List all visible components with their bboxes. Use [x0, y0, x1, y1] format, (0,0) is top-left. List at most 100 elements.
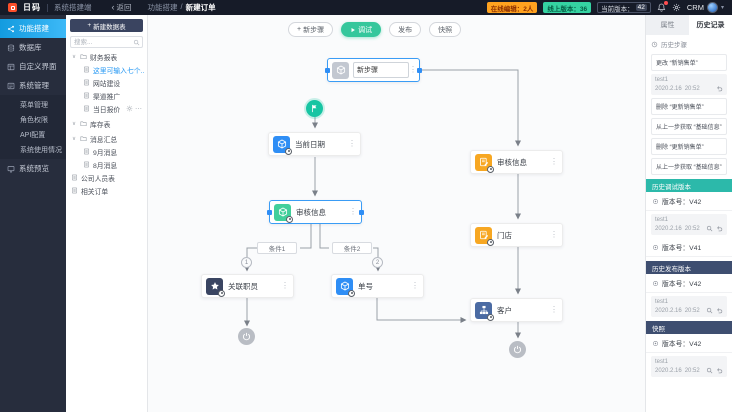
node-store[interactable]: 门店 ⋮	[470, 223, 563, 247]
snapshot-button[interactable]: 快照	[429, 22, 462, 37]
back-button[interactable]: ‹返回	[112, 2, 132, 13]
condition-1-label[interactable]: 条件1	[257, 242, 297, 254]
version-label: 版本号：V41	[662, 245, 702, 252]
sidebar-item-label: 系统预览	[19, 164, 49, 173]
tree-item-aug-messages[interactable]: 8月消息	[70, 158, 143, 171]
new-table-button[interactable]: + 新建数据表	[70, 19, 143, 32]
breadcrumb-parent[interactable]: 功能搭建	[147, 3, 178, 12]
preview-search-icon[interactable]	[706, 367, 713, 374]
list-icon	[7, 82, 15, 90]
tree-label-selected: 这里可输入七个..	[93, 67, 145, 75]
version-row[interactable]: 版本号：V42	[646, 274, 732, 293]
sidebar-subitem-api-config[interactable]: API配置	[20, 131, 46, 139]
version-entry-card[interactable]: test1 2020.2.16 20:52	[651, 296, 727, 317]
node-new-step[interactable]: ⋮	[325, 58, 422, 82]
notifications-bell-icon[interactable]	[657, 1, 668, 12]
node-customer[interactable]: 客户 ⋮	[470, 298, 563, 322]
gear-icon[interactable]	[126, 105, 133, 112]
sidebar-item-database[interactable]: 数据库	[0, 38, 66, 57]
product-name: 系统搭建端	[54, 3, 92, 12]
node-menu-icon[interactable]: ⋮	[409, 65, 417, 74]
version-label: 版本号：V42	[662, 341, 702, 348]
node-name-input[interactable]	[353, 62, 409, 78]
debug-button[interactable]: 调试	[341, 22, 382, 37]
online-editors-badge: 在线编辑：2人	[486, 2, 538, 13]
node-handle-left[interactable]	[267, 209, 272, 215]
node-order-number[interactable]: 单号 ⋮	[331, 274, 424, 298]
history-step[interactable]: 删除 “更新销售单”	[651, 98, 727, 115]
node-menu-icon[interactable]: ⋮	[349, 207, 357, 216]
undo-icon[interactable]	[716, 85, 723, 92]
sidebar-item-system-admin[interactable]: 系统管理	[0, 76, 66, 95]
condition-2-label[interactable]: 条件2	[332, 242, 372, 254]
node-menu-icon[interactable]: ⋮	[550, 157, 558, 166]
tree-item-sep-messages[interactable]: 9月消息	[70, 145, 143, 158]
entry-date: 2020.2.16	[655, 85, 682, 92]
undo-icon[interactable]	[716, 225, 723, 232]
sidebar-subitem-role-permission[interactable]: 角色权限	[20, 116, 48, 124]
version-entry-card[interactable]: test1 2020.2.16 20:52	[651, 356, 727, 377]
right-panel-tabs: 属性 历史记录	[646, 15, 732, 35]
history-step[interactable]: 从上一步获取 “基础信息”	[651, 118, 727, 135]
tree-group-inventory[interactable]: ∨ 库存表	[70, 117, 143, 130]
version-row[interactable]: 版本号：V42	[646, 192, 732, 211]
tree-label: 相关订单	[81, 188, 109, 196]
end-node-right[interactable]	[509, 341, 526, 358]
tree-item-related-orders[interactable]: 相关订单	[70, 184, 143, 197]
node-menu-icon[interactable]: ⋮	[281, 281, 289, 290]
tree-group-finance[interactable]: ∨ 财务报表	[70, 50, 143, 63]
node-menu-icon[interactable]: ⋮	[550, 305, 558, 314]
new-step-button[interactable]: + 新步骤	[288, 22, 334, 37]
breadcrumb-separator: /	[180, 2, 183, 11]
node-review-info-mid[interactable]: 审核信息 ⋮	[267, 200, 364, 224]
version-row[interactable]: 版本号：V41	[646, 238, 732, 257]
node-handle-right[interactable]	[359, 209, 364, 215]
more-icon[interactable]: ⋯	[135, 105, 143, 113]
node-related-staff[interactable]: 关联职员 ⋮	[201, 274, 294, 298]
start-node[interactable]	[306, 100, 323, 117]
tree-item-website[interactable]: 网站建设	[70, 76, 143, 89]
tab-properties[interactable]: 属性	[660, 22, 675, 29]
history-entry-card[interactable]: test1 2020.2.16 20:52	[651, 74, 727, 95]
tree-item-daily-quote[interactable]: 当日报价 ⋯	[70, 102, 143, 115]
file-icon	[83, 92, 90, 99]
version-entry-card[interactable]: test1 2020.2.16 20:52	[651, 214, 727, 235]
tree-search	[70, 36, 143, 48]
tree-group-messages[interactable]: ∨ 消息汇总	[70, 132, 143, 145]
node-menu-icon[interactable]: ⋮	[411, 281, 419, 290]
sidebar-item-custom-page[interactable]: 自定义界面	[0, 57, 66, 76]
cube-icon	[336, 65, 346, 75]
tree-item-staff-table[interactable]: 公司人员表	[70, 171, 143, 184]
node-handle-left[interactable]	[325, 67, 330, 73]
history-step[interactable]: 从上一步获取 “基础信息”	[651, 158, 727, 175]
tab-history[interactable]: 历史记录	[689, 15, 732, 35]
preview-search-icon[interactable]	[706, 225, 713, 232]
user-menu[interactable]: CRM ▾	[687, 2, 724, 13]
right-panel-content[interactable]: 历史步骤 更改 “新销售单” test1 2020.2.16 20:52 删除 …	[646, 35, 732, 412]
version-row[interactable]: 版本号：V42	[646, 334, 732, 353]
history-step[interactable]: 更改 “新销售单”	[651, 54, 727, 71]
undo-icon[interactable]	[716, 307, 723, 314]
search-input[interactable]	[70, 36, 143, 48]
tree-item-placeholder[interactable]: 这里可输入七个..	[70, 63, 145, 76]
flow-canvas[interactable]: + 新步骤 调试 发布 快照 ⋮	[148, 15, 645, 412]
sidebar-item-system-preview[interactable]: 系统预览	[0, 159, 66, 178]
preview-search-icon[interactable]	[706, 307, 713, 314]
history-step[interactable]: 删除 “更新销售单”	[651, 138, 727, 155]
node-label: 门店	[497, 230, 512, 240]
node-menu-icon[interactable]: ⋮	[348, 139, 356, 148]
node-current-date[interactable]: 当前日期 ⋮	[268, 132, 361, 156]
node-review-info-right[interactable]: 审核信息 ⋮	[470, 150, 563, 174]
sidebar-subitem-menu-admin[interactable]: 菜单管理	[20, 101, 48, 109]
settings-gear-icon[interactable]	[672, 3, 681, 12]
file-icon	[71, 174, 78, 181]
sidebar-item-function-build[interactable]: 功能搭建	[0, 19, 66, 38]
node-menu-icon[interactable]: ⋮	[550, 230, 558, 239]
entry-time: 20:52	[684, 225, 700, 232]
tree-item-channel[interactable]: 渠道推广	[70, 89, 143, 102]
undo-icon[interactable]	[716, 367, 723, 374]
publish-button[interactable]: 发布	[389, 22, 422, 37]
sidebar-subitem-system-usage[interactable]: 系统使用情况	[20, 146, 62, 154]
end-node-left[interactable]	[238, 328, 255, 345]
node-handle-right[interactable]	[417, 67, 422, 73]
